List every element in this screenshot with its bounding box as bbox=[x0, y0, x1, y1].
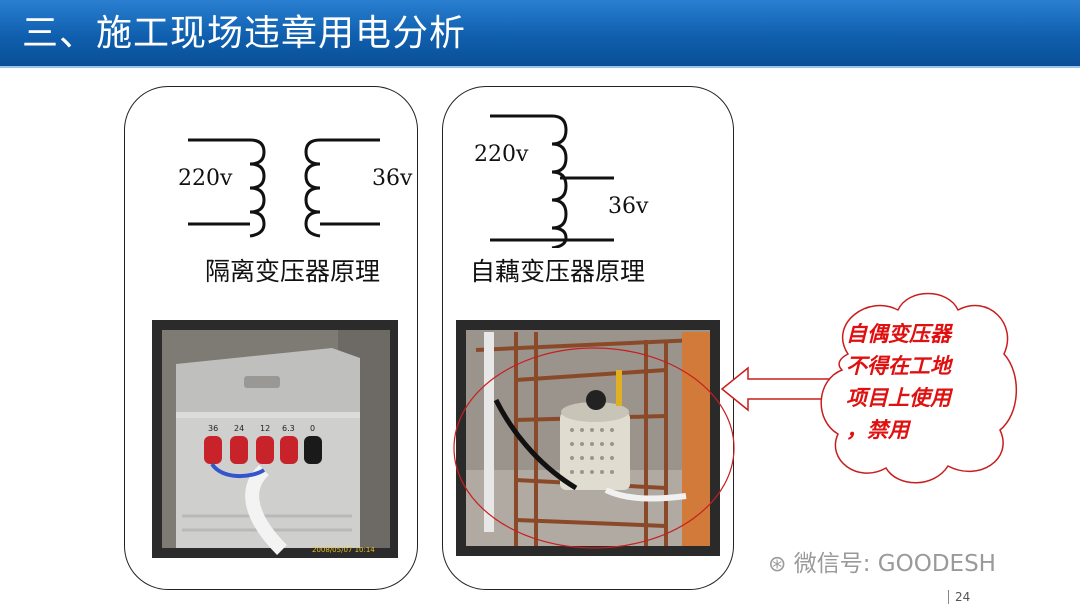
svg-text:0: 0 bbox=[310, 424, 315, 433]
isolation-transformer-caption: 隔离变压器原理 bbox=[205, 257, 381, 286]
svg-text:36: 36 bbox=[208, 424, 218, 433]
wechat-watermark: ⊛ 微信号: GOODESH bbox=[768, 544, 996, 578]
svg-text:6.3: 6.3 bbox=[282, 424, 295, 433]
primary-voltage-label: 220v bbox=[474, 142, 529, 167]
page-title: 三、施工现场违章用电分析 bbox=[22, 13, 467, 54]
primary-voltage-label: 220v bbox=[178, 166, 233, 191]
secondary-voltage-label: 36v bbox=[608, 194, 649, 219]
callout-line: 自偶变压器 bbox=[846, 322, 951, 346]
autotransformer-diagram bbox=[490, 114, 614, 248]
highlight-circle bbox=[453, 347, 735, 549]
isolation-transformer-diagram bbox=[188, 138, 380, 238]
warning-callout-text: 自偶变压器 不得在工地 项目上使用 ，禁用 bbox=[846, 318, 996, 446]
svg-text:2008/05/07 10:14: 2008/05/07 10:14 bbox=[312, 546, 375, 554]
isolation-transformer-photo: 36 24 12 6.3 0 2008/05/07 10:14 bbox=[152, 320, 398, 558]
callout-line: ，禁用 bbox=[846, 418, 909, 442]
secondary-voltage-label: 36v bbox=[372, 166, 413, 191]
callout-line: 不得在工地 bbox=[846, 354, 951, 378]
svg-text:12: 12 bbox=[260, 424, 270, 433]
autotransformer-caption: 自藕变压器原理 bbox=[470, 257, 646, 286]
svg-text:24: 24 bbox=[234, 424, 244, 433]
callout-line: 项目上使用 bbox=[846, 386, 951, 410]
slide-header: 三、施工现场违章用电分析 bbox=[0, 0, 1080, 68]
watermark-text: 微信号: GOODESH bbox=[793, 551, 996, 577]
page-number: 24 bbox=[948, 590, 970, 604]
warning-cloud bbox=[820, 292, 1017, 484]
autotransformer-photo bbox=[456, 320, 720, 556]
wechat-icon: ⊛ bbox=[768, 552, 787, 577]
